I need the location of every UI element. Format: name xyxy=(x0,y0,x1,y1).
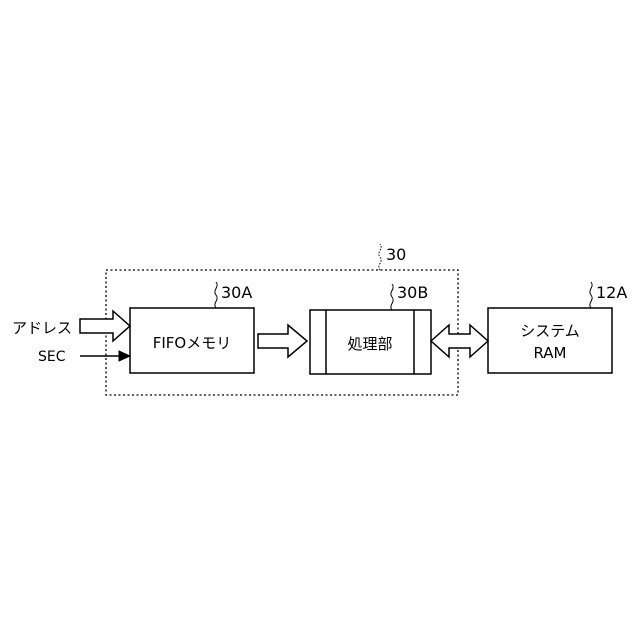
fifo-to-processing-arrow xyxy=(258,325,307,357)
system-ram-label-line2: RAM xyxy=(533,344,566,362)
processing-ref-label: 30B xyxy=(397,283,428,302)
sec-input-label: SEC xyxy=(38,349,66,365)
processing-ram-bidirectional-arrow xyxy=(431,325,488,357)
system-ram-block xyxy=(488,308,612,373)
address-input-arrow xyxy=(80,311,130,341)
system-ram-label-line1: システム xyxy=(520,322,580,340)
address-input-label: アドレス xyxy=(12,319,72,337)
processing-label: 処理部 xyxy=(347,335,392,353)
fifo-leader xyxy=(215,282,217,308)
group-30-leader xyxy=(379,244,381,270)
system-ram-leader xyxy=(590,282,592,308)
sec-input-arrowhead xyxy=(119,351,130,361)
system-ram-ref-label: 12A xyxy=(596,283,627,302)
fifo-memory-label: FIFOメモリ xyxy=(153,334,232,352)
fifo-ref-label: 30A xyxy=(221,283,252,302)
group-30-label: 30 xyxy=(386,245,406,264)
processing-leader xyxy=(391,284,393,310)
